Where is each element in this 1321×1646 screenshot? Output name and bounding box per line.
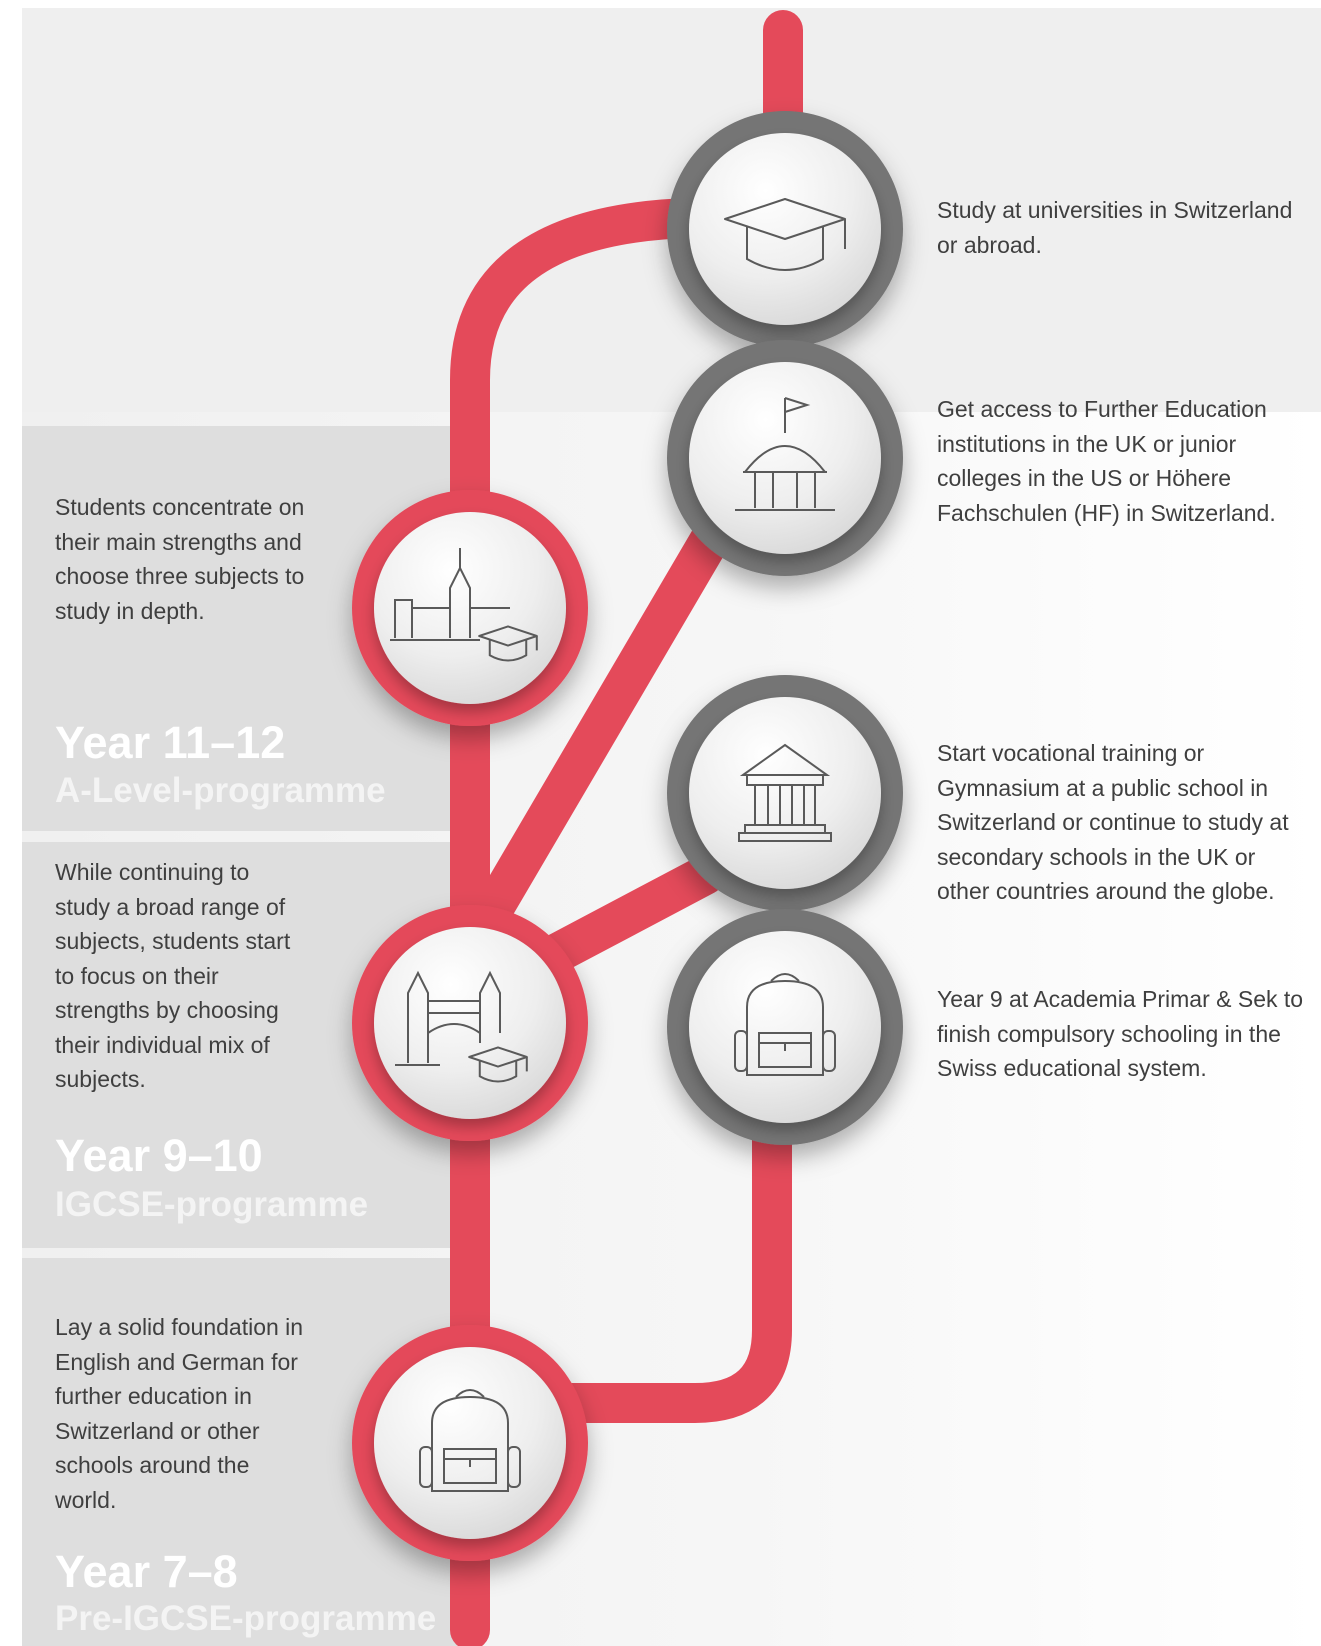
- node-disc: [374, 1347, 566, 1539]
- stage-node-year-9-10: [352, 905, 588, 1141]
- stage-node-year-7-8: [352, 1325, 588, 1561]
- bridge-with-graduation-cap-icon: [395, 970, 528, 1083]
- node-disc: [689, 697, 881, 889]
- track-year11-to-universities: [450, 198, 710, 540]
- outcome-description-vocational-gymnasium: Start vocational training or Gymnasium a…: [937, 740, 1289, 904]
- node-disc: [689, 362, 881, 554]
- outcome-description-universities: Study at universities in Switzerland or …: [937, 197, 1293, 258]
- outcome-description-year-9-academia: Year 9 at Academia Primar & Sek to finis…: [937, 986, 1304, 1081]
- backpack-icon: [419, 1389, 521, 1492]
- outcome-node-further-education: [667, 340, 903, 576]
- outcome-node-vocational-gymnasium: [667, 675, 903, 911]
- classical-building-icon: [738, 743, 832, 842]
- node-disc: [689, 133, 881, 325]
- castle-with-graduation-cap-icon: [390, 548, 538, 662]
- node-group: [352, 111, 903, 1561]
- stage-year-year-9-10: Year 9–10: [55, 1130, 263, 1181]
- stage-node-year-11-12: [352, 490, 588, 726]
- node-disc: [689, 931, 881, 1123]
- outcome-description-further-education: Get access to Further Education institut…: [937, 396, 1276, 526]
- node-disc: [374, 927, 566, 1119]
- stage-programme-year-11-12: A-Level-programme: [55, 771, 386, 810]
- stage-year-year-11-12: Year 11–12: [55, 717, 286, 768]
- domed-building-with-flag-icon: [735, 397, 835, 511]
- track-year9-to-further-education: [458, 460, 765, 955]
- track-year7-to-year9-academia: [540, 1085, 792, 1423]
- stage-programme-year-7-8: Pre-IGCSE-programme: [55, 1599, 437, 1638]
- stage-programme-year-9-10: IGCSE-programme: [55, 1185, 369, 1224]
- stage-description-year-7-8: Lay a solid foundation in English and Ge…: [55, 1314, 304, 1513]
- outcome-node-year-9-academia: [667, 909, 903, 1145]
- stage-description-year-11-12: Students concentrate on their main stren…: [55, 494, 305, 624]
- graduation-cap-icon: [724, 198, 846, 271]
- track-year9-to-vocational: [528, 855, 725, 978]
- backpack-icon: [734, 973, 836, 1076]
- stage-year-year-7-8: Year 7–8: [55, 1546, 238, 1597]
- outcome-node-universities: [667, 111, 903, 347]
- stage-description-year-9-10: While continuing to study a broad range …: [55, 859, 291, 1092]
